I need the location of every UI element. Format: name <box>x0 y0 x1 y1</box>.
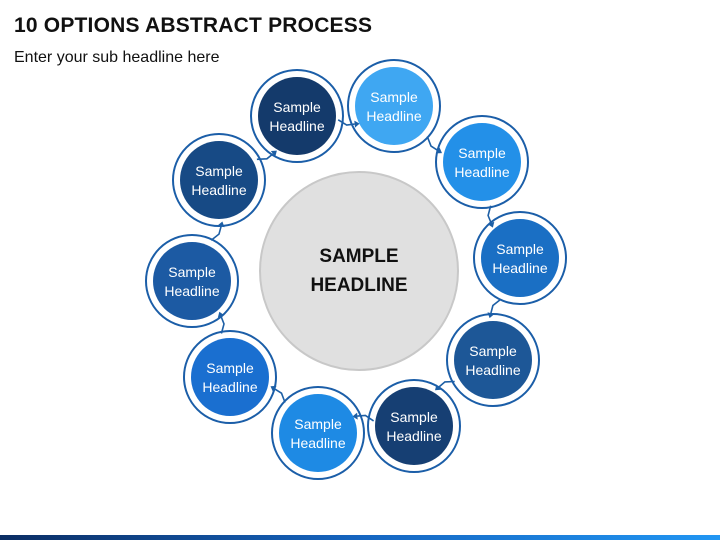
option-label-line1: Sample <box>273 99 321 115</box>
option-label-line2: Headline <box>366 108 421 124</box>
option-ring <box>446 313 540 407</box>
option-label-line2: Headline <box>454 164 509 180</box>
option-ring <box>473 211 567 305</box>
option-circle <box>454 321 532 399</box>
option-label-line2: Headline <box>164 283 219 299</box>
center-circle <box>259 171 459 371</box>
connector-arrow <box>217 311 225 334</box>
bottom-accent-bar <box>0 535 720 540</box>
page-subtitle: Enter your sub headline here <box>14 49 220 66</box>
option-ring <box>271 386 365 480</box>
option-ring <box>250 69 344 163</box>
option-circle <box>180 141 258 219</box>
center-label-line1: SAMPLE <box>319 246 398 267</box>
option-label-line2: Headline <box>290 435 345 451</box>
option-ring <box>347 59 441 153</box>
nodes-layer: SampleHeadlineSampleHeadlineSampleHeadli… <box>145 59 567 480</box>
option-ring <box>435 115 529 209</box>
option-label-line2: Headline <box>492 260 547 276</box>
option-ring <box>145 234 239 328</box>
option-circle <box>191 338 269 416</box>
option-label-line1: Sample <box>206 360 254 376</box>
option-circle <box>355 67 433 145</box>
option-label-line1: Sample <box>390 409 438 425</box>
option-circle <box>258 77 336 155</box>
option-ring <box>367 379 461 473</box>
option-circle <box>153 242 231 320</box>
option-label-line2: Headline <box>465 362 520 378</box>
center-node: SAMPLE HEADLINE <box>259 171 459 371</box>
option-label-line2: Headline <box>202 379 257 395</box>
option-label-line1: Sample <box>469 343 517 359</box>
option-label-line2: Headline <box>386 428 441 444</box>
option-circle <box>443 123 521 201</box>
option-circle <box>279 394 357 472</box>
option-label-line1: Sample <box>370 89 418 105</box>
connector-arrow <box>210 221 225 241</box>
option-label-line1: Sample <box>294 416 342 432</box>
connector-arrow <box>487 205 495 228</box>
page-title: 10 OPTIONS ABSTRACT PROCESS <box>14 14 373 37</box>
option-circle <box>375 387 453 465</box>
option-label-line1: Sample <box>168 264 216 280</box>
option-label-line1: Sample <box>458 145 506 161</box>
option-label-line1: Sample <box>496 241 544 257</box>
option-ring <box>172 133 266 227</box>
option-label-line2: Headline <box>191 182 246 198</box>
option-label-line1: Sample <box>195 163 243 179</box>
center-label-line2: HEADLINE <box>310 275 407 296</box>
option-circle <box>481 219 559 297</box>
option-ring <box>183 330 277 424</box>
option-label-line2: Headline <box>269 118 324 134</box>
